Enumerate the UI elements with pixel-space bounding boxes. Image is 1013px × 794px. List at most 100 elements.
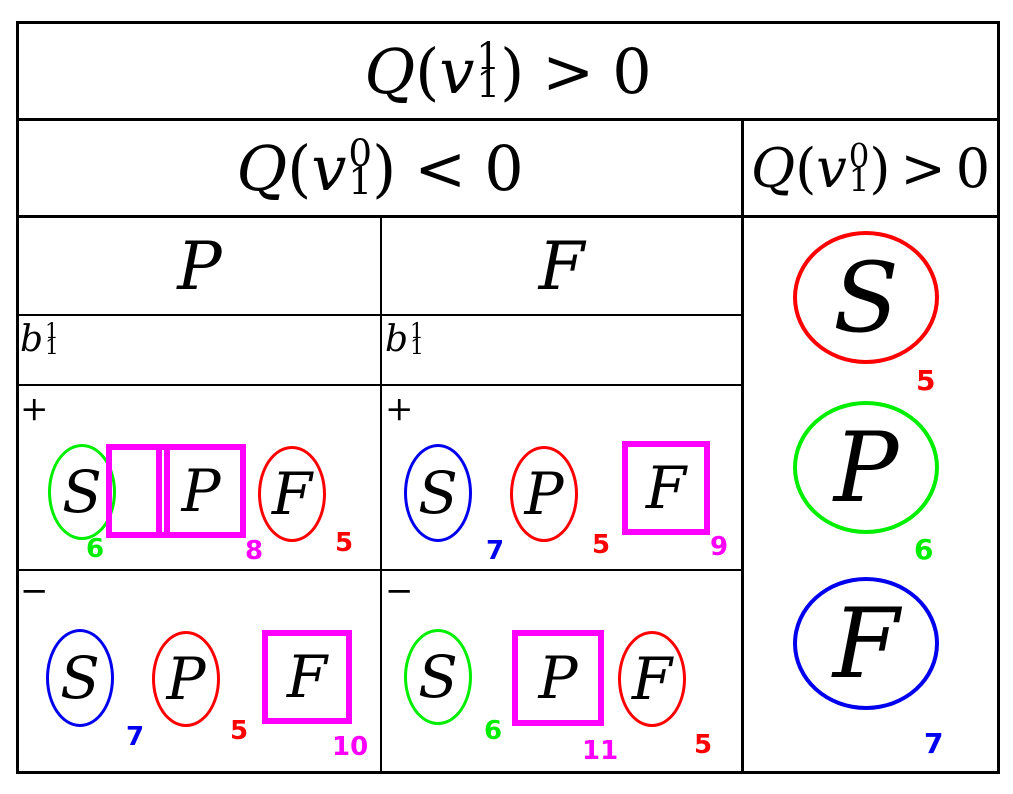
node-value: 5 [335,528,354,558]
node-value: 9 [710,532,729,562]
node-p-magenta: P [156,444,246,538]
func: Q [236,131,288,205]
column-label: P [177,227,222,305]
node-value: 5 [230,716,249,746]
paren-close: ) [372,131,397,205]
superscript: 1 [476,34,501,79]
node-letter: P [538,644,578,712]
node-p-red: P [152,631,220,727]
node-p-red: P [510,446,578,542]
paren-open: ( [287,131,312,205]
table-border-top [16,21,1000,24]
node-letter: S [62,458,102,526]
node-value: 5 [592,530,611,560]
node-f-blue-large: F [793,577,939,710]
node-letter: F [286,643,328,711]
divider-param [16,384,744,386]
operator: > [542,34,595,108]
var: v [439,34,475,108]
subscript: 1 [348,159,373,203]
node-value: 10 [332,732,369,762]
node-f-magenta: F [622,441,710,535]
node-value: 7 [126,722,145,752]
divider-header-top [16,118,1000,121]
func: Q [750,136,796,200]
superscript: 1 [45,318,59,344]
node-f-red: F [618,631,686,727]
table-border-bottom [16,771,1000,774]
operator: < [414,131,467,205]
divider-right-column [741,118,744,774]
rhs: 0 [612,34,652,108]
superscript: 0 [348,131,373,176]
node-letter: S [833,241,899,354]
sign-minus-left: − [20,571,49,611]
paren-open: ( [415,34,440,108]
sign-minus-right: − [385,571,414,611]
node-letter: S [418,459,458,527]
node-s-red-large: S [793,231,939,364]
node-s-green: S [48,444,116,540]
node-letter: P [166,645,206,713]
subscript: 1 [848,161,870,199]
node-value: 5 [916,364,936,397]
sign-plus-right: + [385,389,414,429]
table-border-right [997,21,1000,774]
subscript: 1 [410,335,424,360]
paren-close: ) [500,34,525,108]
node-letter: S [60,644,100,712]
column-header-p: P [19,218,380,314]
subscript: 1 [476,62,501,106]
node-letter: F [645,454,687,522]
node-value: 7 [486,536,505,566]
superscript: 0 [848,136,870,175]
param-var: b [20,319,44,360]
var: v [816,136,847,200]
node-letter: P [524,460,564,528]
divider-header-second [16,215,1000,218]
node-value: 6 [484,716,503,746]
rhs: 0 [484,131,524,205]
divider-middle-column [380,215,382,774]
sign-plus-left: + [20,389,49,429]
node-s-blue: S [46,629,114,727]
node-f-magenta: F [262,630,352,724]
node-p-magenta [106,444,170,538]
param-var: b [385,319,409,360]
node-letter: F [631,645,673,713]
node-letter: P [181,457,221,525]
paren-open: ( [795,136,817,200]
node-value: 7 [924,727,944,760]
node-letter: S [418,643,458,711]
node-s-green: S [404,629,472,725]
operator: > [900,136,946,200]
column-label: F [538,227,585,305]
node-s-blue: S [404,444,472,542]
func: Q [364,34,416,108]
subscript: 1 [45,335,59,360]
node-value: 8 [245,536,264,566]
node-p-magenta: P [512,630,604,726]
node-value: 5 [694,730,713,760]
node-p-green-large: P [793,401,939,534]
paren-close: ) [869,136,891,200]
divider-sign [16,569,744,571]
rhs: 0 [955,136,991,200]
node-letter: F [832,587,900,700]
column-header-f: F [382,218,741,314]
divider-colhead [16,314,744,316]
node-letter: P [833,411,899,524]
node-value: 6 [914,533,934,566]
node-letter: F [271,460,313,528]
node-f-red: F [258,446,326,542]
superscript: 1 [410,318,424,344]
